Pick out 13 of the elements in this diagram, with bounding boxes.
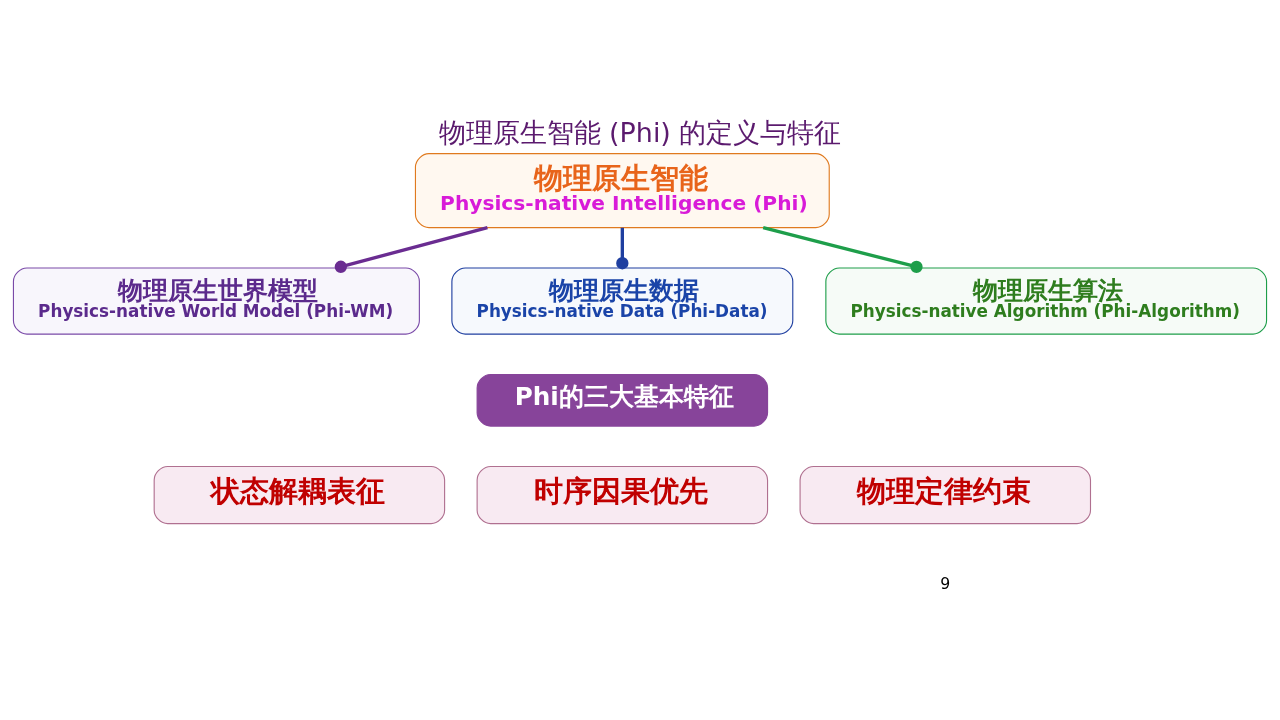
connector xyxy=(334,225,488,273)
node-box: 物理原生算法 Physics-native Algorithm (Phi-Algorithm) xyxy=(825,266,1268,335)
diagram-title: 物理原生智能 (Phi) 的定义与特征 xyxy=(438,116,842,147)
label: 9 xyxy=(940,573,951,593)
connector xyxy=(762,225,923,273)
node-box: 物理原生数据 Physics-native Data (Phi-Data) xyxy=(451,266,794,335)
node-box: 物理原生智能 Physics-native Intelligence (Phi) xyxy=(414,152,830,228)
node-box: 物理原生世界模型 Physics-native World Model (Phi-WM) xyxy=(12,266,420,335)
connector xyxy=(616,227,629,269)
node-box: 状态解耦表征 xyxy=(153,465,446,524)
node-box: Phi的三大基本特征 xyxy=(476,373,769,427)
node-box: 时序因果优先 xyxy=(476,465,769,524)
node-box: 物理定律约束 xyxy=(799,465,1092,524)
